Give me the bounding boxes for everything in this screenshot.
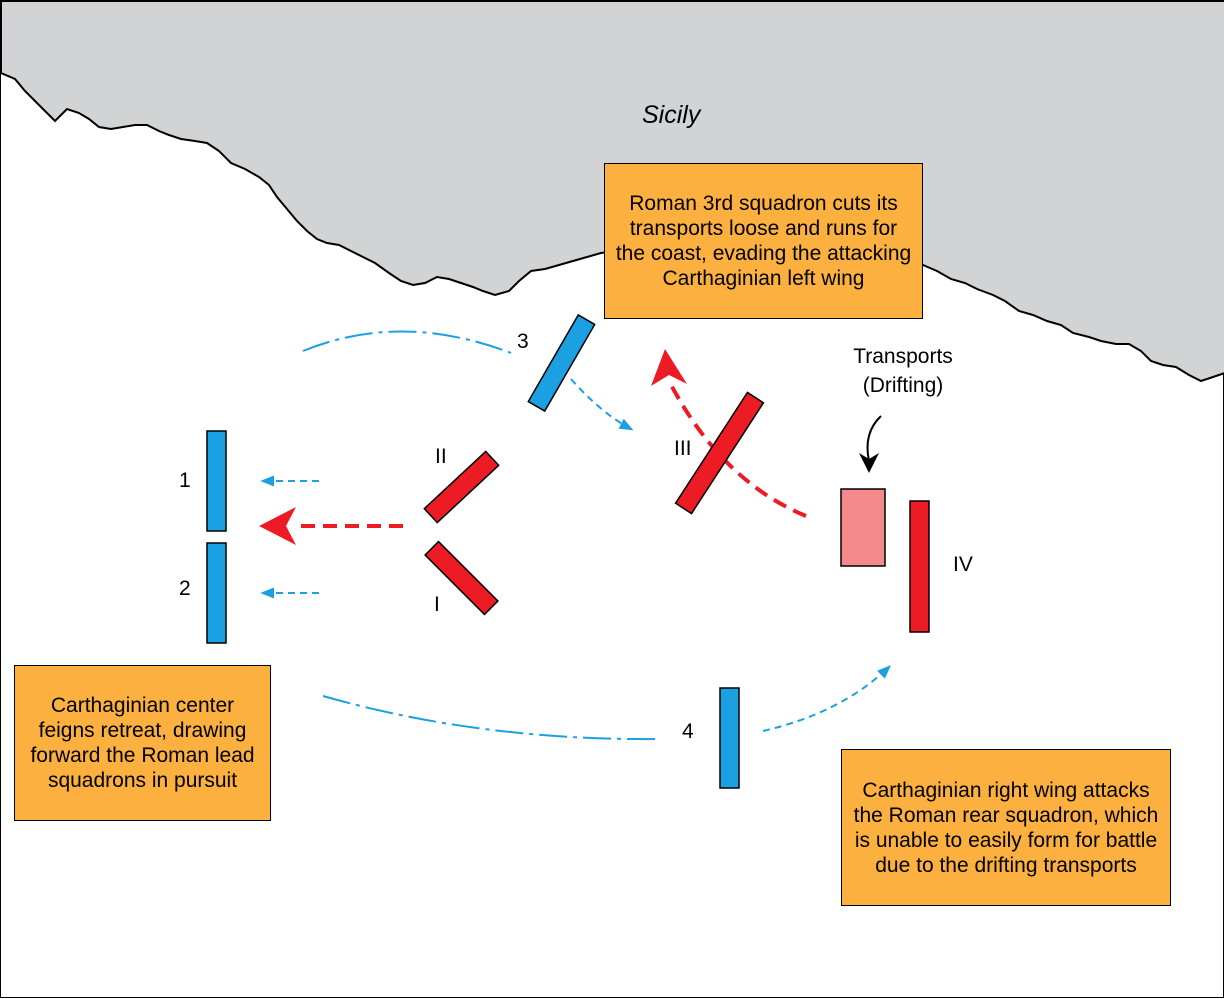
note-carthaginian-right-wing: Carthaginian right wing attacks the Roma… (841, 749, 1171, 906)
roman-squadron-4-label: 4 (682, 720, 694, 743)
roman-squadron-4 (719, 687, 740, 789)
transports-pointer-arrow (866, 415, 882, 462)
carthaginian-squadron-IV-label: IV (953, 553, 973, 576)
transports-label-line2: (Drifting) (863, 374, 944, 397)
note-carthaginian-center: Carthaginian center feigns retreat, draw… (14, 665, 271, 821)
carthaginian-squadron-IV (909, 500, 930, 633)
carthaginian-squadron-II (423, 450, 500, 524)
roman-arrow-squadron-3 (570, 378, 634, 431)
carthaginian-arrowhead-center (259, 507, 296, 545)
carthaginian-squadron-II-label: II (435, 445, 447, 468)
transports-label-line1: Transports (853, 345, 953, 368)
carthaginian-squadron-III-label: III (674, 437, 692, 460)
roman-squadron-1 (206, 430, 227, 532)
roman-arrow-squadron-4 (762, 665, 892, 732)
carthaginian-squadron-I-label: I (434, 593, 440, 616)
carthaginian-squadron-III (674, 391, 765, 515)
carthaginian-squadron-I (424, 540, 499, 616)
carthaginian-arrow-left-wing (667, 380, 807, 518)
roman-squadron-1-label: 1 (179, 469, 191, 492)
roman-track-lower (322, 695, 662, 741)
note-roman-third-squadron: Roman 3rd squadron cuts its transports l… (604, 163, 923, 319)
roman-squadron-2 (206, 542, 227, 644)
sicily-label: Sicily (642, 101, 702, 129)
carthaginian-arrowhead-left-wing (651, 349, 687, 386)
transports-block (840, 488, 886, 567)
roman-squadron-3 (527, 313, 596, 413)
transports-pointer-arrowhead (859, 453, 879, 473)
roman-squadron-2-label: 2 (179, 577, 191, 600)
roman-squadron-3-label: 3 (517, 330, 529, 353)
roman-track-upper (302, 330, 512, 354)
